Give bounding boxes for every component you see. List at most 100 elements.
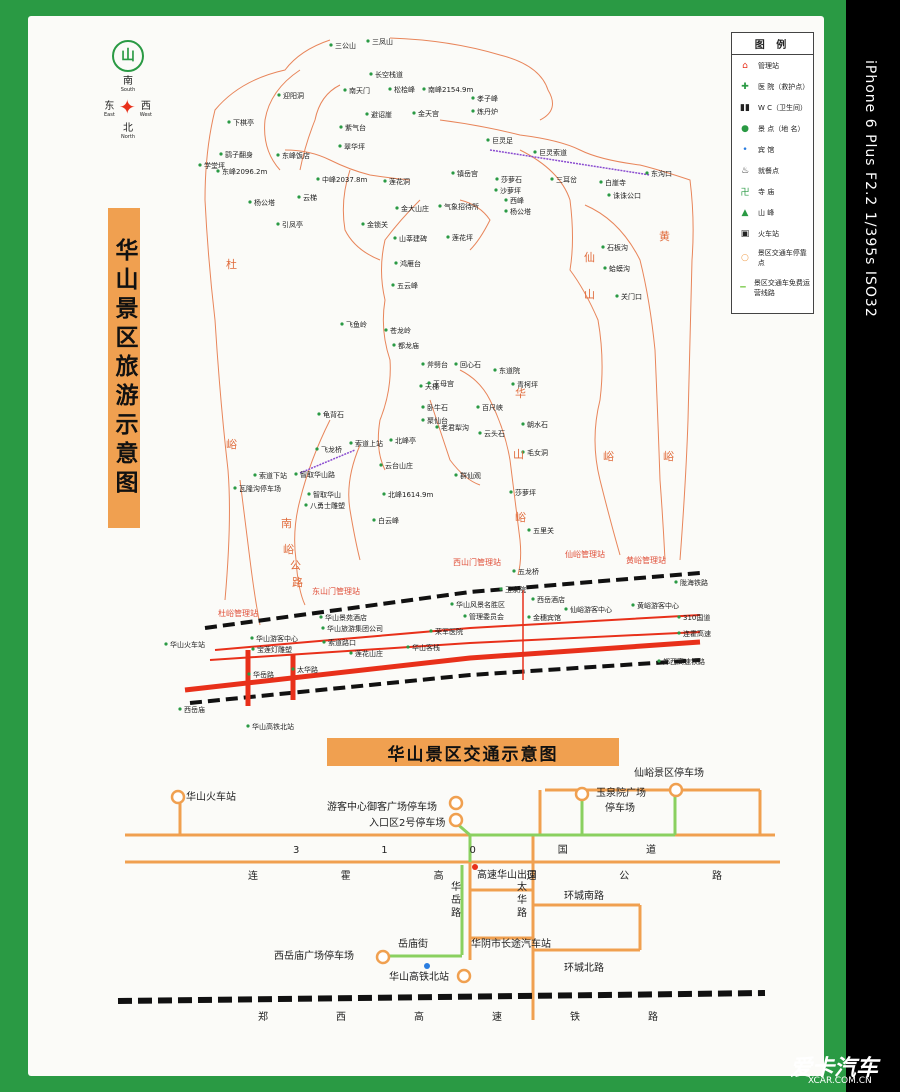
legend-item: ━景区交通车免费运营线路 — [732, 272, 813, 304]
mountain-trails — [204, 37, 694, 626]
road-name-char: 速 — [492, 1011, 502, 1023]
scenic-spot-marker — [233, 486, 237, 490]
map-place-label: 翠华坪 — [344, 142, 365, 151]
map-place-label: 斧劈台 — [427, 360, 448, 369]
scenic-spot-marker — [366, 39, 370, 43]
map-place-label: 智取华山 — [313, 490, 341, 499]
map-place-label: 莲花坪 — [452, 233, 473, 242]
scenic-spot-marker — [307, 492, 311, 496]
map-place-label: 蛤蟆沟 — [609, 264, 630, 273]
map-place-label: 下棋亭 — [233, 118, 254, 127]
map-place-label: 管理委员会 — [469, 612, 504, 621]
free-bus-line-icon: ━ — [740, 283, 746, 293]
scenic-spot-marker — [388, 87, 392, 91]
scenic-spot-marker — [471, 96, 475, 100]
train-icon: ▣ — [740, 228, 750, 239]
valley-name-char: 南 — [281, 517, 292, 530]
compass-south-en: South — [120, 87, 136, 93]
map-place-label: 都龙庙 — [398, 341, 419, 350]
peak-icon: ▲ — [741, 207, 749, 218]
map-place-label: 杜峪管理站 — [218, 608, 258, 618]
scenic-spot-marker — [495, 177, 499, 181]
scenic-spot-marker — [365, 112, 369, 116]
road-name-char: 国 — [558, 844, 568, 856]
scenic-spot-marker — [394, 261, 398, 265]
scenic-spot-marker — [531, 597, 535, 601]
map-place-label: 避诏崖 — [371, 110, 392, 119]
map-place-label: 华山火车站 — [170, 640, 205, 649]
compass-east-en: East — [104, 111, 115, 118]
road-name-char: 道 — [646, 843, 656, 856]
compass-north-en: North — [121, 134, 135, 140]
traffic-place-label: 停车场 — [605, 801, 635, 814]
map-place-label: 三凤山 — [372, 37, 393, 46]
scenic-spot-marker — [435, 425, 439, 429]
scenic-spot-marker — [427, 381, 431, 385]
legend-item: ♨就餐点 — [732, 160, 813, 181]
scenic-spot-marker — [339, 125, 343, 129]
scenic-spot-marker — [251, 647, 255, 651]
valley-name-char: 公 — [290, 559, 301, 572]
valley-name-char: 峪 — [226, 438, 237, 451]
scenic-spot-marker — [343, 88, 347, 92]
scenic-spot-marker — [372, 518, 376, 522]
map-place-label: 紫气台 — [345, 123, 366, 132]
map-place-label: 五里关 — [533, 526, 554, 535]
map-place-label: 北峰1614.9m — [388, 490, 433, 499]
scenic-spot-marker — [527, 528, 531, 532]
map-place-label: 华岳路 — [253, 670, 274, 679]
map-place-label: 松桧峰 — [394, 85, 415, 94]
valley-name-char: 仙 — [584, 251, 595, 264]
map-place-label: 东沟口 — [651, 169, 672, 178]
scenic-spot-marker — [294, 472, 298, 476]
scenic-spot-marker — [471, 109, 475, 113]
road-name-char: 路 — [712, 869, 722, 882]
scenic-spot-marker — [451, 171, 455, 175]
watermark-logo: 爱卡汽车 — [790, 1056, 879, 1081]
map-place-label: 莲花山庄 — [355, 649, 383, 658]
scenic-spot-marker — [319, 615, 323, 619]
legend-item: ●景 点（地 名） — [732, 118, 813, 139]
map-place-label: 石板沟 — [607, 243, 628, 252]
road-name-char: 公 — [619, 871, 629, 882]
map-place-label: 学堂坪 — [204, 161, 225, 170]
map-place-label: 西岳酒店 — [537, 595, 565, 604]
map-place-label: 鸿雁台 — [400, 259, 421, 268]
map-place-label: 黄峪管理站 — [626, 555, 666, 565]
map-place-label: 金锁关 — [367, 220, 388, 229]
map-place-label: 诛诛公口 — [613, 191, 641, 200]
compass-south: 南 — [123, 76, 133, 87]
traffic-place-label: 环城南路 — [564, 889, 604, 902]
scenic-spot-marker — [315, 447, 319, 451]
road-name-char: 高 — [434, 869, 444, 882]
map-place-label: 华山高铁北站 — [252, 722, 294, 731]
scenic-spot-marker — [395, 206, 399, 210]
map-place-label: 孝子峰 — [477, 94, 498, 103]
bus-stop-icon: ○ — [740, 253, 749, 263]
scenic-spot-marker — [645, 171, 649, 175]
scenic-spot-marker — [533, 150, 537, 154]
road-name-char: 西 — [336, 1012, 346, 1023]
map-place-label: 东道院 — [499, 366, 520, 375]
map-place-label: 东峰2096.2m — [222, 167, 267, 176]
map-place-label: 引凤亭 — [282, 220, 303, 229]
scenic-spot-marker — [450, 602, 454, 606]
map-place-label: 五龙桥 — [518, 567, 539, 576]
scenic-spot-marker — [383, 179, 387, 183]
legend-item: •宾 馆 — [732, 139, 813, 160]
map-place-label: 310国道 — [683, 613, 710, 622]
scenic-spot-marker — [246, 724, 250, 728]
scenic-spot-marker — [361, 222, 365, 226]
scenic-spot-marker — [382, 492, 386, 496]
map-place-label: 莎萝石 — [501, 175, 522, 184]
valley-name-char: 峪 — [515, 511, 526, 524]
map-place-label: 陇海铁路 — [680, 578, 708, 587]
scenic-spot-marker — [322, 640, 326, 644]
scenic-spot-marker — [603, 266, 607, 270]
map-place-label: 气象招待所 — [444, 202, 479, 211]
scenic-spot-marker — [391, 283, 395, 287]
map-place-label: 鹞子翻身 — [225, 150, 253, 159]
legend-item: 卍寺 庙 — [732, 181, 813, 202]
valley-name-char: 山 — [513, 448, 524, 461]
road-name-char: 霍 — [341, 870, 351, 882]
